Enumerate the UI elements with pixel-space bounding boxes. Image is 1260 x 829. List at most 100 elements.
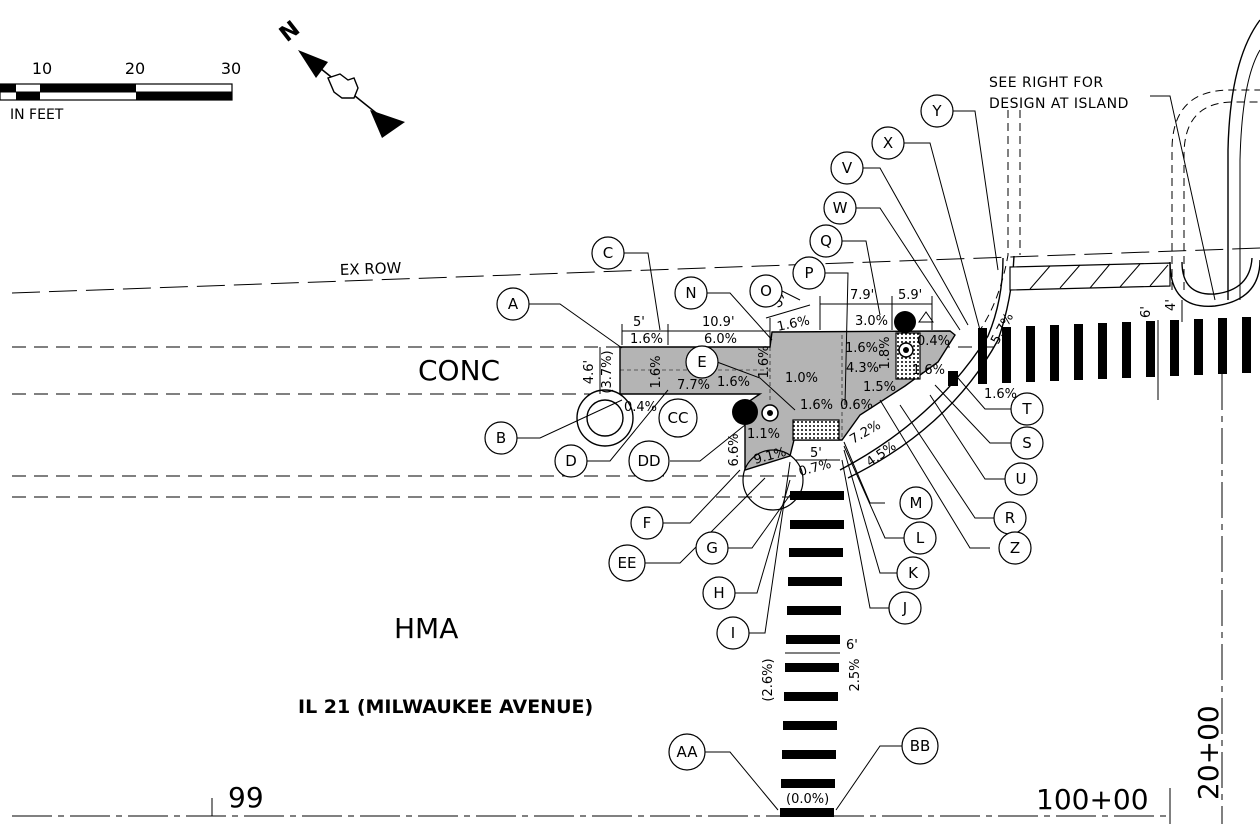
grade-15: 1.6%: [912, 363, 945, 378]
callouts: A B C D E F G H I J K L M N O P Q R S T …: [484, 94, 1044, 771]
grade-18: 1.6%: [800, 398, 833, 413]
svg-text:AA: AA: [677, 743, 699, 761]
callout-V: V: [830, 151, 864, 185]
grade-1: 1.6%: [630, 332, 663, 347]
svg-text:T: T: [1021, 400, 1032, 418]
dim-6a: 6': [1139, 306, 1154, 318]
callout-A: A: [496, 287, 530, 321]
crosswalk-east: [978, 317, 1251, 384]
svg-text:H: H: [713, 584, 724, 602]
callout-Y: Y: [920, 94, 954, 128]
svg-text:Q: Q: [820, 232, 832, 250]
signal-pole-east: [894, 311, 916, 333]
callout-D: D: [554, 444, 588, 478]
svg-text:I: I: [731, 624, 735, 642]
callout-R: R: [993, 501, 1027, 535]
station-100: 100+00: [1036, 783, 1149, 816]
north-letter: N: [275, 16, 305, 47]
svg-text:M: M: [910, 494, 923, 512]
dim-4: 4': [1164, 299, 1179, 311]
signal-pole-west: [732, 399, 758, 425]
svg-text:P: P: [804, 264, 813, 282]
svg-text:F: F: [643, 514, 652, 532]
dim-7-9: 7.9': [850, 288, 874, 303]
baseline: 99 100+00 20+00: [12, 705, 1225, 824]
callout-N: N: [674, 276, 708, 310]
grade-6: (3.7%): [600, 350, 615, 393]
grade-2: 6.0%: [704, 332, 737, 347]
grade-30: (0.0%): [786, 792, 829, 807]
scale-tick-10: 10: [32, 59, 52, 78]
svg-text:S: S: [1022, 434, 1032, 452]
detectable-warning-south: [792, 419, 840, 441]
callout-S: S: [1010, 426, 1044, 460]
callout-BB: BB: [901, 727, 939, 765]
grade-27: 1.6%: [984, 387, 1017, 402]
dim-6b: 6': [846, 638, 858, 653]
dim-5a: 5': [633, 315, 645, 330]
scale-tick-30: 30: [221, 59, 241, 78]
dim-10-9: 10.9': [702, 315, 735, 330]
grade-28: (2.6%): [761, 658, 776, 701]
see-right-note-2: DESIGN AT ISLAND: [989, 96, 1129, 112]
callout-CC: CC: [658, 398, 698, 438]
callout-Q: Q: [809, 224, 843, 258]
grade-10: 1.6%: [757, 345, 772, 378]
callout-X: X: [871, 126, 905, 160]
callout-E: E: [685, 345, 719, 379]
grade-8: 7.7%: [677, 378, 710, 393]
right-of-way: EX ROW: [11, 247, 1260, 294]
svg-text:Z: Z: [1010, 539, 1020, 557]
svg-text:EE: EE: [618, 554, 637, 572]
svg-text:X: X: [883, 134, 893, 152]
grade-17: 0.4%: [624, 400, 657, 415]
grade-7: 1.6%: [649, 355, 664, 388]
ex-row-label: EX ROW: [340, 259, 402, 279]
svg-text:J: J: [902, 599, 907, 617]
dimension-lines: [599, 296, 1183, 654]
grade-29: 2.5%: [848, 658, 863, 691]
callout-O: O: [749, 274, 783, 308]
svg-text:Y: Y: [931, 102, 942, 120]
dim-5-9: 5.9': [898, 288, 922, 303]
grade-20: 1.1%: [747, 427, 780, 442]
callout-EE: EE: [608, 544, 646, 582]
road-name: IL 21 (MILWAUKEE AVENUE): [298, 696, 593, 718]
svg-text:A: A: [508, 295, 519, 313]
callout-U: U: [1004, 462, 1038, 496]
scale-tick-20: 20: [125, 59, 145, 78]
north-arrow-icon: N: [275, 16, 405, 138]
callout-W: W: [823, 191, 857, 225]
hma-label: HMA: [394, 612, 458, 645]
scale-units: IN FEET: [10, 107, 64, 123]
svg-text:V: V: [842, 159, 853, 177]
callout-AA: AA: [668, 733, 706, 771]
callout-F: F: [630, 506, 664, 540]
station-20: 20+00: [1192, 705, 1225, 800]
svg-text:N: N: [685, 284, 696, 302]
callout-G: G: [695, 531, 729, 565]
callout-DD: DD: [628, 440, 670, 482]
grade-13: 4.3%: [846, 361, 879, 376]
svg-text:K: K: [908, 564, 919, 582]
callout-B: B: [484, 421, 518, 455]
callout-I: I: [716, 616, 750, 650]
callout-K: K: [896, 556, 930, 590]
conc-label: CONC: [418, 354, 500, 387]
manhole-large: [576, 389, 634, 447]
callout-M: M: [899, 486, 933, 520]
svg-text:O: O: [760, 282, 772, 300]
svg-text:C: C: [603, 244, 613, 262]
see-right-note-1: SEE RIGHT FOR: [989, 75, 1104, 91]
callout-Z: Z: [998, 531, 1032, 565]
grade-3: 1.6%: [776, 313, 811, 335]
manholes: [576, 311, 958, 511]
dimension-text: 5' 10.9' 5' 7.9' 5.9' 4.6' 5' 6' 4' 6': [582, 288, 1179, 653]
manhole-south: [742, 449, 804, 511]
svg-text:W: W: [833, 199, 848, 217]
callout-J: J: [888, 591, 922, 625]
dim-5c: 5': [810, 446, 822, 461]
svg-text:D: D: [565, 452, 577, 470]
